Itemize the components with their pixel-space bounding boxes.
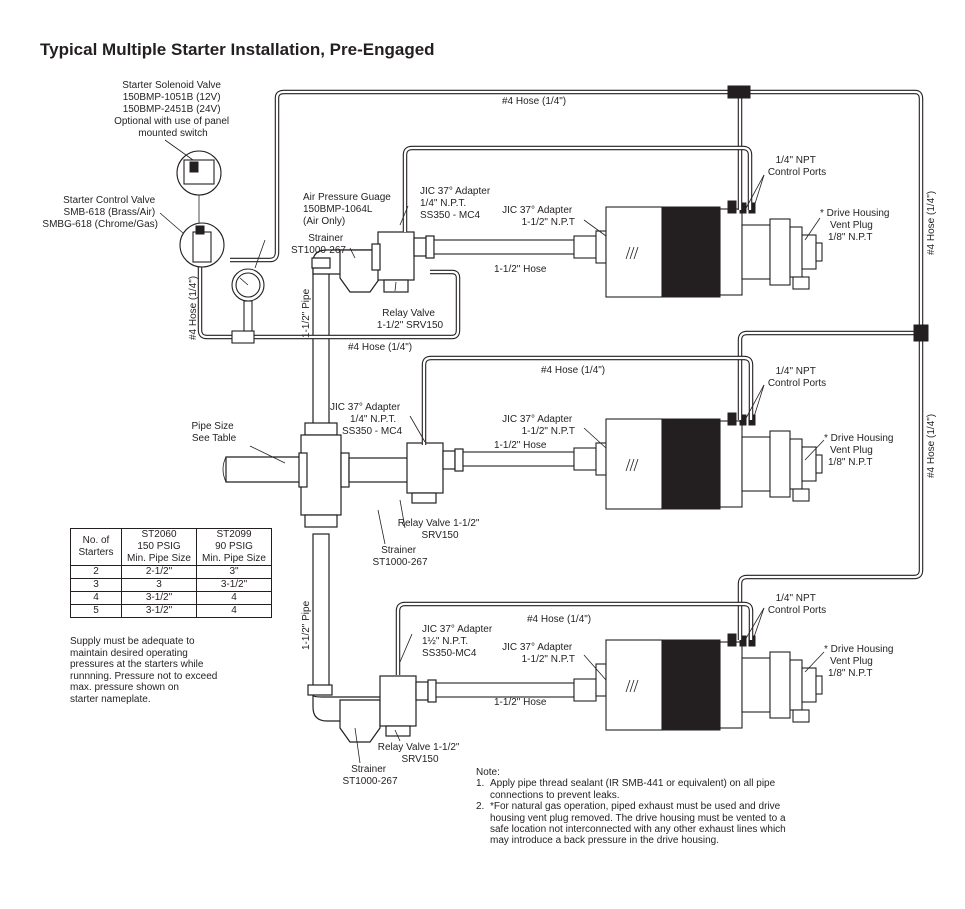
control-valve-label: Starter Control Valve SMB-618 (Brass/Air…	[42, 195, 158, 230]
table-cell: 4	[196, 604, 272, 618]
table-cell: 4	[196, 591, 272, 605]
relay-1-label: Relay Valve 1-1/2" SRV150	[377, 308, 444, 331]
gauge-label: Air Pressure Guage 150BMP-1064L (Air Onl…	[303, 192, 394, 227]
supply-note: Supply must be adequate to maintain desi…	[70, 636, 218, 705]
ports-3-label: 1/4" NPT Control Ports	[768, 593, 826, 616]
table-cell: 2	[70, 565, 122, 579]
note-text: *For natural gas operation, piped exhaus…	[490, 801, 786, 847]
table-row: 4 3-1/2" 4	[70, 591, 272, 605]
table-cell: 4	[70, 591, 122, 605]
starter-motor-icon	[595, 200, 823, 298]
table-cell: 3	[121, 578, 197, 592]
hose4-right-2-label: #4 Hose (1/4")	[926, 414, 937, 478]
solenoid-valve-icon	[176, 150, 222, 224]
diagram-labels: Starter Solenoid Valve 150BMP-1051B (12V…	[42, 80, 937, 787]
note-number: 1.	[476, 778, 485, 790]
jic-right-2-label: JIC 37° Adapter 1-1/2" N.P.T	[502, 414, 575, 437]
relay-2-label: Relay Valve 1-1/2" SRV150	[398, 518, 483, 541]
leader-lines	[159, 139, 825, 764]
hose4-top-label: #4 Hose (1/4")	[502, 96, 566, 107]
page-title: Typical Multiple Starter Installation, P…	[40, 40, 435, 59]
relay-valve-3-icon	[379, 675, 437, 737]
hose-1-1-2-top	[433, 235, 597, 259]
note-heading: Note:	[476, 767, 500, 778]
solenoid-label: Starter Solenoid Valve 150BMP-1051B (12V…	[114, 80, 232, 139]
installation-notes: Note: 1. Apply pipe thread sealant (IR S…	[476, 767, 806, 847]
table-cell: 3-1/2"	[196, 578, 272, 592]
control-valve-icon	[179, 222, 225, 268]
hose-1-label: 1-1/2" Hose	[494, 264, 547, 275]
ports-2-label: 1/4" NPT Control Ports	[768, 366, 826, 389]
hose-2-label: 1-1/2" Hose	[494, 440, 547, 451]
strainer-2-label: Strainer ST1000-267	[372, 545, 427, 568]
relay-valve-2-icon	[406, 442, 464, 504]
pipe-2-label: 1-1/2" Pipe	[301, 600, 312, 650]
note-text: Apply pipe thread sealant (IR SMB-441 or…	[490, 778, 776, 801]
ports-1-label: 1/4" NPT Control Ports	[768, 155, 826, 178]
hose4-right-1-label: #4 Hose (1/4")	[926, 191, 937, 255]
table-cell: 2-1/2"	[121, 565, 197, 579]
note-number: 2.	[476, 801, 485, 813]
hose-3-label: 1-1/2" Hose	[494, 697, 547, 708]
drive-1-label: * Drive Housing Vent Plug 1/8" N.P.T	[820, 208, 892, 243]
hose4-left-v-label: #4 Hose (1/4")	[188, 276, 199, 340]
table-cell: 3-1/2"	[121, 604, 197, 618]
strainer-3-label: Strainer ST1000-267	[342, 764, 397, 787]
elbow-bottom	[307, 684, 383, 743]
table-row: 3 3 3-1/2"	[70, 578, 272, 592]
pipe-1-label: 1-1/2" Pipe	[301, 288, 312, 338]
drive-3-label: * Drive Housing Vent Plug 1/8" N.P.T	[824, 644, 896, 679]
control-hose-network	[197, 85, 929, 675]
table-cell: 3"	[196, 565, 272, 579]
jic-right-3-label: JIC 37° Adapter 1-1/2" N.P.T	[502, 642, 575, 665]
table-row: 5 3-1/2" 4	[70, 604, 272, 618]
relay-valve-1-icon	[371, 231, 435, 293]
jic-right-1-label: JIC 37° Adapter 1-1/2" N.P.T	[502, 205, 575, 228]
jic-2-label: JIC 37° Adapter 1/4" N.P.T. SS350 - MC4	[330, 402, 403, 437]
hose4-bottom-label: #4 Hose (1/4")	[527, 614, 591, 625]
hose-1-1-2-bottom	[435, 678, 597, 702]
jic-3-label: JIC 37° Adapter 1½" N.P.T. SS350-MC4	[422, 624, 495, 659]
strainer-1-label: Strainer ST1000-267	[291, 233, 346, 256]
jic-1-label: JIC 37° Adapter 1/4" N.P.T. SS350 - MC4	[420, 186, 493, 221]
table-cell: 5	[70, 604, 122, 618]
pressure-gauge-icon	[231, 268, 265, 332]
supply-pipe	[222, 456, 302, 483]
table-cell: 3-1/2"	[121, 591, 197, 605]
starter-motor-icon	[595, 633, 823, 731]
relay-3-label: Relay Valve 1-1/2" SRV150	[378, 742, 463, 765]
hose4-left-h-label: #4 Hose (1/4")	[348, 342, 412, 353]
drive-2-label: * Drive Housing Vent Plug 1/8" N.P.T	[824, 433, 896, 468]
table-cell: 3	[70, 578, 122, 592]
pipe-size-label: Pipe Size See Table	[191, 421, 236, 444]
starter-motor-icon	[595, 412, 823, 510]
note-item: 2. *For natural gas operation, piped exh…	[476, 801, 806, 847]
table-row: 2 2-1/2" 3"	[70, 565, 272, 579]
hose-1-1-2-mid	[462, 447, 597, 471]
hose4-mid-label: #4 Hose (1/4")	[541, 365, 605, 376]
note-item: 1. Apply pipe thread sealant (IR SMB-441…	[476, 778, 806, 801]
cross-tee-fitting	[298, 422, 410, 528]
